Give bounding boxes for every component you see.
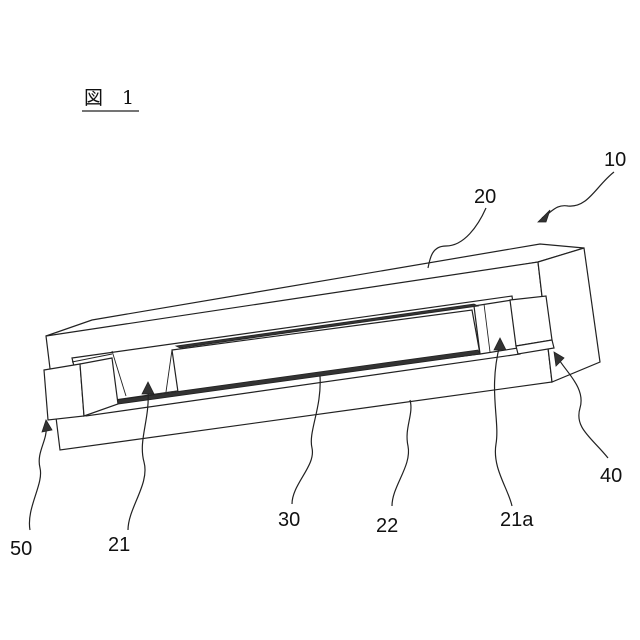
arrow-left-part bbox=[42, 420, 52, 432]
label-left-part: 50 bbox=[10, 538, 32, 560]
label-recess: 21 bbox=[108, 534, 130, 556]
label-device: 10 bbox=[604, 149, 626, 171]
leader-bottom bbox=[392, 400, 411, 506]
label-right-part: 40 bbox=[600, 465, 622, 487]
right-part bbox=[510, 296, 554, 354]
figure-title: 図 1 bbox=[84, 87, 134, 109]
label-component: 30 bbox=[278, 509, 300, 531]
leader-device bbox=[542, 172, 614, 218]
arrow-device bbox=[538, 210, 550, 222]
label-bottom: 22 bbox=[376, 515, 398, 537]
label-housing: 20 bbox=[474, 186, 496, 208]
leader-left-part bbox=[29, 426, 46, 530]
label-recess-end: 21a bbox=[500, 509, 534, 531]
